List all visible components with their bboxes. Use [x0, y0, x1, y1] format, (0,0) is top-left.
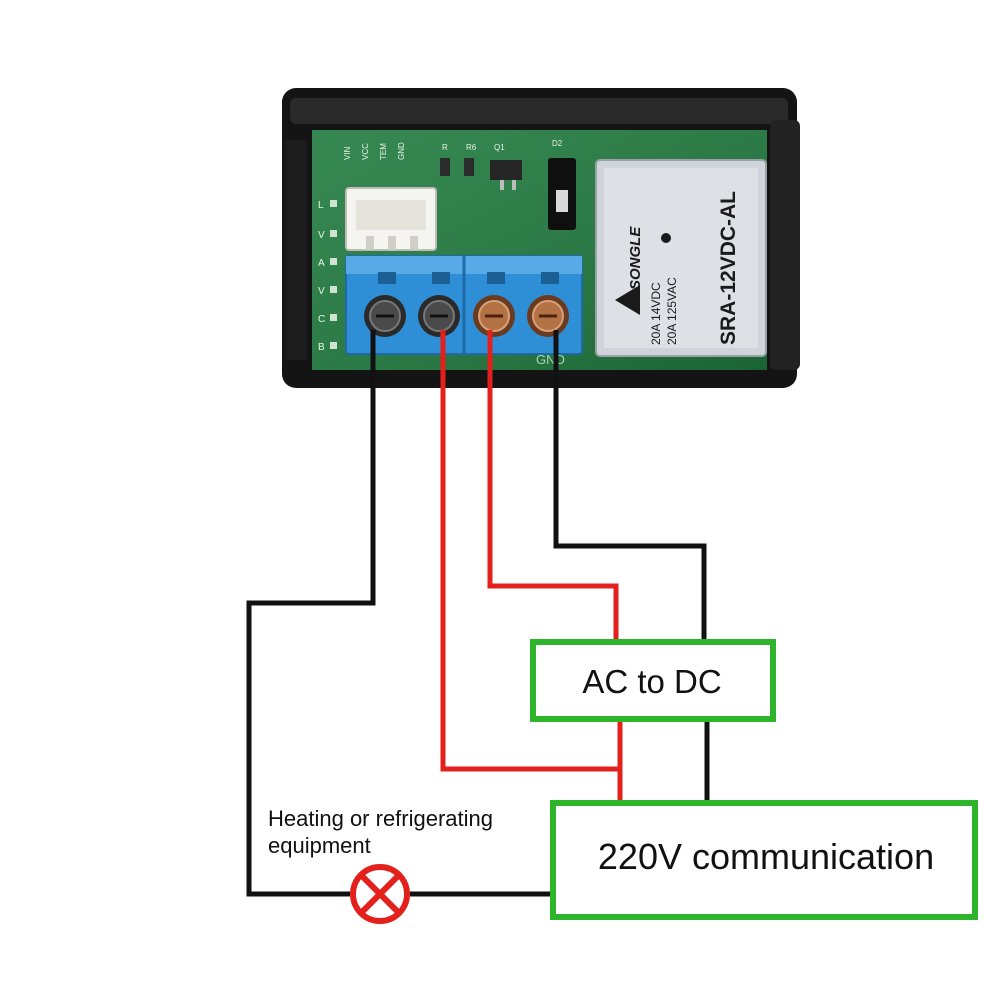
relay-rating-2: 20A 125VAC [665, 277, 679, 345]
wire-black-load [246, 330, 376, 897]
side-mark-6: B [318, 342, 325, 353]
ac-dc-converter-box: AC to DC [530, 639, 776, 722]
load-label-line2: equipment [268, 833, 371, 858]
pin-label-tem: TEM [379, 143, 388, 160]
label-r: R [442, 143, 448, 152]
load-symbol [350, 864, 410, 924]
wires [246, 330, 710, 897]
relay-rating-1: 20A 14VDC [649, 282, 663, 345]
wire-red-dc-plus [440, 330, 620, 772]
side-marks: L V A V C B [318, 200, 337, 353]
supply-box: 220V communication [550, 800, 978, 920]
wire-black-ac-top [553, 330, 707, 640]
sensor-connector [345, 187, 437, 251]
supply-label: 220V communication [598, 836, 934, 877]
side-mark-2: V [318, 230, 325, 241]
terminal-screw-4 [527, 295, 569, 337]
side-mark-1: L [318, 200, 324, 211]
label-q1: Q1 [494, 143, 505, 152]
pin-label-vcc: VCC [361, 143, 370, 160]
side-mark-5: C [318, 314, 325, 325]
pin-label-vin: VIN [343, 146, 352, 160]
relay-model: SRA-12VDC-AL [717, 191, 740, 345]
thermostat-module: VIN VCC TEM GND L V A V C B [282, 88, 800, 388]
terminal-silk-label: GND [536, 352, 565, 367]
relay: SRA-12VDC-AL SONGLE 20A 14VDC 20A 125VAC [595, 159, 767, 357]
load-label-line1: Heating or refrigerating [268, 806, 493, 831]
relay-brand: SONGLE [627, 226, 644, 290]
terminal-screw-3 [473, 295, 515, 337]
small-components: R R6 Q1 D2 [440, 139, 576, 230]
label-r6: R6 [466, 143, 477, 152]
side-mark-3: A [318, 258, 325, 269]
side-mark-4: V [318, 286, 325, 297]
terminal-screw-2 [418, 295, 460, 337]
terminal-screw-1 [364, 295, 406, 337]
ac-dc-label: AC to DC [582, 663, 721, 700]
terminal-block [345, 255, 583, 355]
wire-red-ac-top [487, 330, 619, 640]
label-d2: D2 [552, 139, 563, 148]
pin-label-gnd: GND [397, 142, 406, 160]
header-pin-labels: VIN VCC TEM GND [343, 142, 406, 160]
